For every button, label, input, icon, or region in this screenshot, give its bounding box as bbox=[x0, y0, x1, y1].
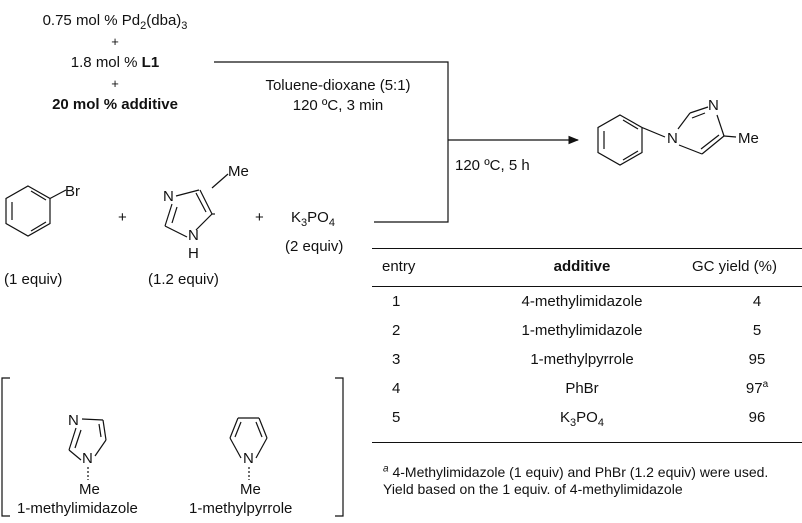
row-entry: 1 bbox=[392, 293, 401, 310]
box-imidazole-n-bottom: N bbox=[82, 450, 93, 467]
row-additive: PhBr bbox=[565, 380, 599, 397]
product-structure bbox=[597, 106, 737, 166]
row-additive: 1-methylimidazole bbox=[521, 322, 643, 339]
right-bracket bbox=[335, 377, 344, 517]
header-yield: GC yield (%) bbox=[692, 258, 778, 275]
box-methylimidazole-structure bbox=[68, 418, 107, 480]
box-imidazole-n-top: N bbox=[68, 412, 79, 429]
row-yield: 96 bbox=[748, 409, 766, 426]
plus-sign: + bbox=[118, 209, 127, 226]
table-header-rule bbox=[372, 286, 802, 287]
row-entry: 5 bbox=[392, 409, 401, 426]
box-imidazole-me: Me bbox=[79, 481, 100, 498]
box-pyrrole-me: Me bbox=[240, 481, 261, 498]
row-additive: K3PO4 bbox=[560, 409, 604, 429]
header-additive: additive bbox=[553, 258, 611, 275]
box-pyrrole-n: N bbox=[243, 450, 254, 467]
row-entry: 3 bbox=[392, 351, 401, 368]
left-bracket bbox=[1, 377, 10, 517]
table-row: 5 K3PO4 96 bbox=[372, 409, 802, 433]
row-additive: 4-methylimidazole bbox=[521, 293, 643, 310]
imidazole-n-top: N bbox=[163, 188, 174, 205]
table-row: 2 1-methylimidazole 5 bbox=[372, 322, 802, 346]
imidazole-n-bottom: N bbox=[188, 227, 199, 244]
header-entry: entry bbox=[382, 258, 416, 275]
plus-sign: + bbox=[255, 209, 264, 226]
row-yield: 95 bbox=[748, 351, 766, 368]
ligand-label: L1 bbox=[141, 54, 160, 71]
premix-line bbox=[214, 61, 449, 223]
table-row: 4 PhBr 97a bbox=[372, 380, 802, 404]
ligand-line: 1.8 mol % L1 bbox=[70, 54, 160, 71]
table-footnote: a 4-Methylimidazole (1 equiv) and PhBr (… bbox=[383, 463, 769, 497]
row-additive: 1-methylpyrrole bbox=[530, 351, 634, 368]
imidazole-equiv: (1.2 equiv) bbox=[148, 271, 219, 288]
footnote-mark: a bbox=[762, 379, 769, 390]
box-methylpyrrole-structure bbox=[229, 417, 268, 480]
table-row: 3 1-methylpyrrole 95 bbox=[372, 351, 802, 375]
product-n3: N bbox=[708, 97, 719, 114]
base-equiv: (2 equiv) bbox=[285, 238, 344, 255]
table-bottom-rule bbox=[372, 442, 802, 443]
row-yield: 97a bbox=[745, 379, 769, 398]
methylimidazole-structure bbox=[164, 173, 229, 238]
additive-line: 20 mol % additive bbox=[52, 96, 178, 113]
catalyst-line: 0.75 mol % Pd2(dba)3 bbox=[42, 12, 188, 32]
plus-sign: + bbox=[111, 34, 119, 49]
row-yield: 5 bbox=[752, 322, 762, 339]
table-row: 1 4-methylimidazole 4 bbox=[372, 293, 802, 317]
table-top-rule bbox=[372, 248, 802, 249]
premix-condition-2: 120 ºC, 3 min bbox=[292, 97, 384, 114]
bromobenzene-equiv: (1 equiv) bbox=[4, 271, 63, 288]
row-yield: 4 bbox=[752, 293, 762, 310]
row-entry: 2 bbox=[392, 322, 401, 339]
base-formula: K3PO4 bbox=[291, 209, 335, 229]
premix-condition-1: Toluene-dioxane (5:1) bbox=[265, 77, 411, 94]
box-imidazole-name: 1-methylimidazole bbox=[17, 500, 138, 517]
bromobenzene-structure bbox=[5, 185, 67, 237]
box-pyrrole-name: 1-methylpyrrole bbox=[189, 500, 293, 517]
imidazole-h: H bbox=[188, 245, 199, 262]
product-me: Me bbox=[738, 130, 759, 147]
bromo-atom: Br bbox=[65, 183, 80, 200]
imidazole-me: Me bbox=[228, 163, 249, 180]
reaction-condition: 120 ºC, 5 h bbox=[455, 157, 530, 174]
product-n1: N bbox=[667, 130, 678, 147]
plus-sign: + bbox=[111, 76, 119, 91]
row-entry: 4 bbox=[392, 380, 401, 397]
